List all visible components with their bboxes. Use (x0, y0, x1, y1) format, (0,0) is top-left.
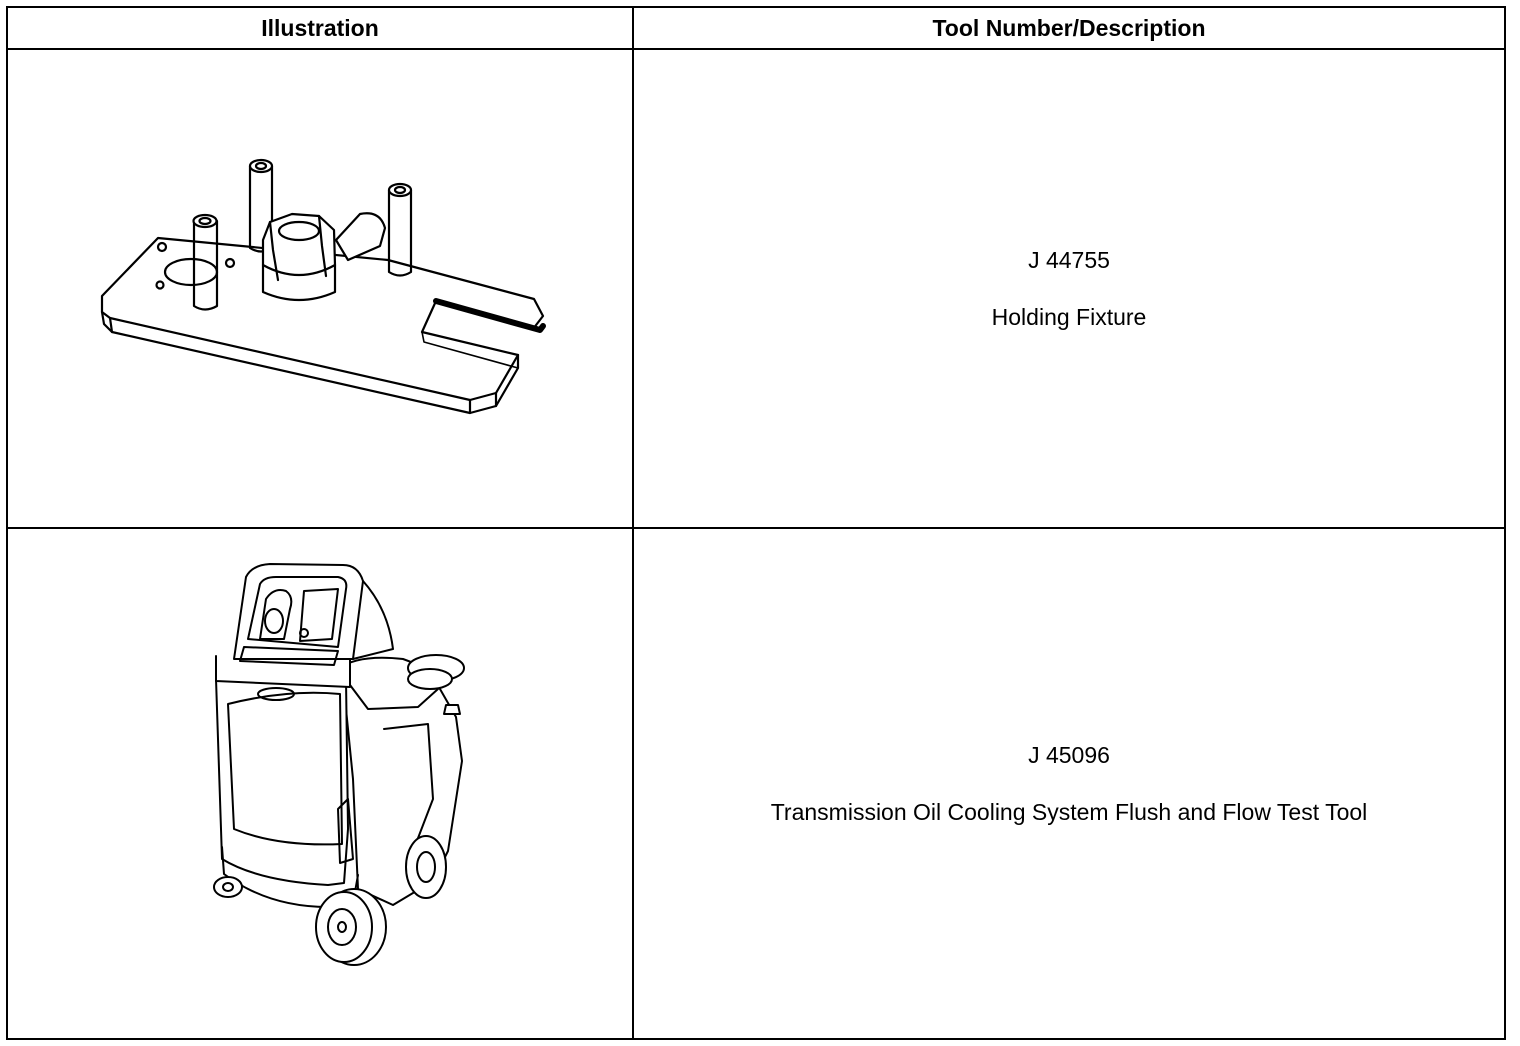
tool-description-cell: J 45096 Transmission Oil Cooling System … (632, 527, 1506, 1040)
header-illustration: Illustration (6, 6, 634, 50)
flush-flow-test-cart-drawing (213, 563, 465, 966)
tool-description-cell: J 44755 Holding Fixture (632, 48, 1506, 529)
tool-description: Transmission Oil Cooling System Flush an… (770, 798, 1368, 825)
holding-fixture-drawing (100, 158, 546, 415)
table-row: J 44755 Holding Fixture (6, 48, 1506, 529)
special-tools-table: Illustration Tool Number/Description (6, 6, 1506, 1040)
tool-description: Holding Fixture (991, 303, 1147, 330)
illustration-cell (6, 527, 634, 1040)
header-tool-number-description: Tool Number/Description (632, 6, 1506, 50)
table-header-row: Illustration Tool Number/Description (6, 6, 1506, 50)
tool-number: J 45096 (1028, 741, 1110, 768)
illustration-cell (6, 48, 634, 529)
table-row: J 45096 Transmission Oil Cooling System … (6, 527, 1506, 1040)
tool-number: J 44755 (1028, 246, 1110, 273)
